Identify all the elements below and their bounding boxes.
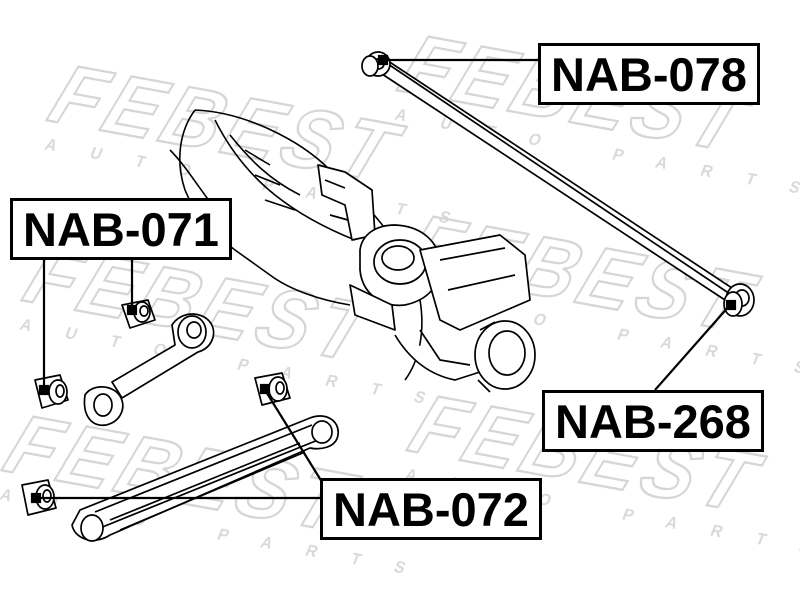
trailing-link-071: [34, 299, 215, 426]
leader-lines: [30, 54, 737, 504]
lower-control-arm: [21, 372, 339, 542]
leader-268-dot: [725, 299, 737, 311]
differential-assembly: [317, 164, 536, 393]
part-label-nab-268: NAB-268: [542, 390, 764, 452]
leader-071-a-dot: [38, 384, 50, 396]
leader-072-a-dot: [259, 383, 271, 395]
part-label-nab-072: NAB-072: [320, 478, 542, 540]
leader-268: [654, 304, 731, 391]
leader-072-b-dot: [30, 492, 42, 504]
leader-072-a: [264, 389, 323, 483]
leader-071-b-dot: [126, 304, 138, 316]
part-label-nab-071: NAB-071: [10, 198, 232, 260]
part-label-nab-078: NAB-078: [538, 43, 760, 105]
leader-078-dot: [377, 54, 389, 66]
